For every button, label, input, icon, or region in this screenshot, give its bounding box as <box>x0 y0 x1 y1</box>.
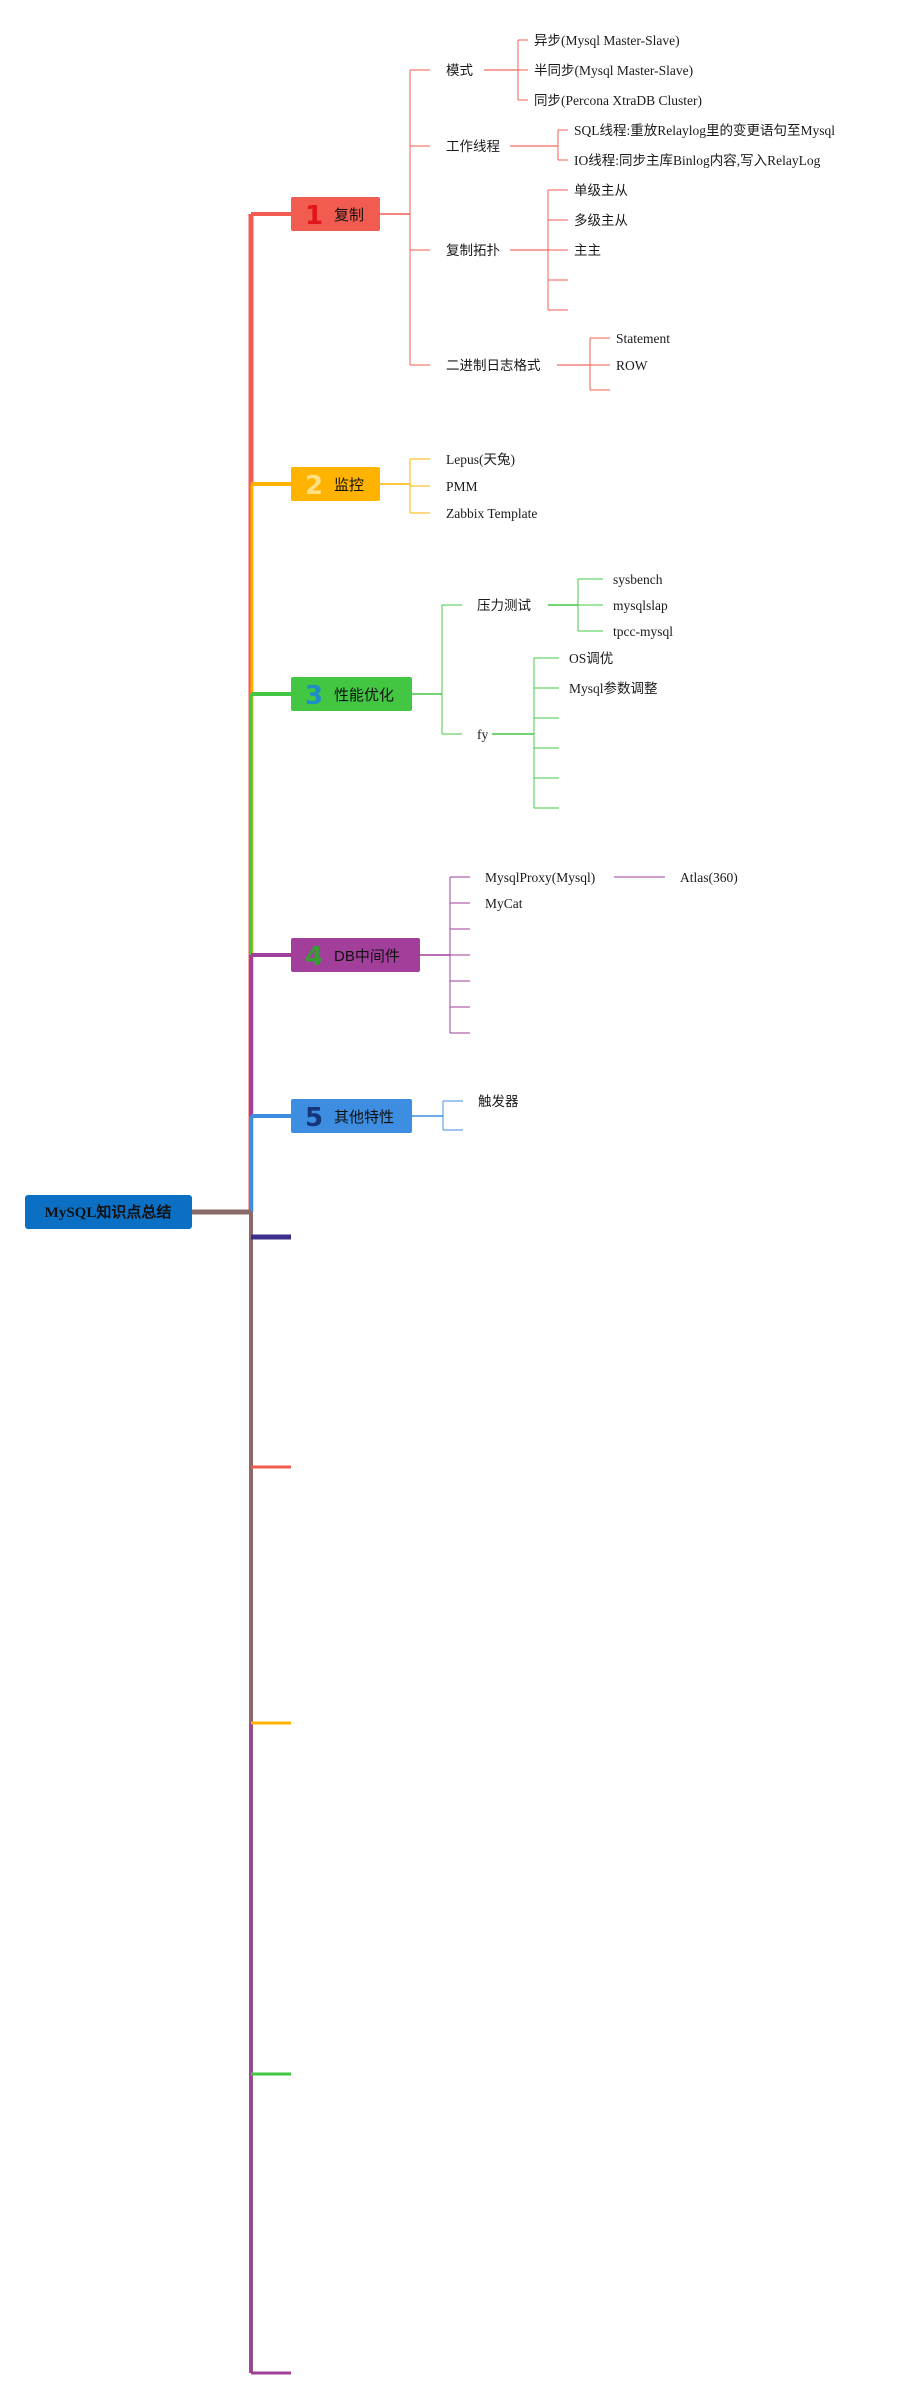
b3-leaf: sysbench <box>613 572 663 587</box>
b3-node-2: fy <box>477 727 488 742</box>
b1-leaf: 主主 <box>574 243 601 258</box>
b4-leaf: Atlas(360) <box>680 870 738 885</box>
branch-node-2 <box>291 467 380 501</box>
b1-leaf: 半同步(Mysql Master-Slave) <box>534 63 693 78</box>
b2-node-2: PMM <box>446 479 478 494</box>
branch-node-5 <box>291 1099 412 1133</box>
branch-number-3: 3 <box>305 681 323 711</box>
b1-node-1: 模式 <box>446 63 473 78</box>
branch-number-4: 4 <box>305 942 323 972</box>
b1-node-4: 二进制日志格式 <box>446 358 541 373</box>
b1-node-3: 复制拓扑 <box>446 242 500 258</box>
b4-node-2: MyCat <box>485 896 523 911</box>
b3-node-1: 压力测试 <box>477 598 531 613</box>
branch-label-2: 监控 <box>334 477 364 494</box>
b1-leaf: SQL线程:重放Relaylog里的变更语句至Mysql <box>574 123 835 138</box>
branch-label-4: DB中间件 <box>334 948 400 965</box>
b1-leaf: 多级主从 <box>574 212 628 228</box>
branch-label-5: 其他特性 <box>334 1109 394 1126</box>
branch-node-3 <box>291 677 412 711</box>
root-node <box>25 1195 192 1229</box>
branch-label-3: 性能优化 <box>334 687 394 704</box>
b2-node-1: Lepus(天兔) <box>446 452 515 467</box>
b1-leaf: IO线程:同步主库Binlog内容,写入RelayLog <box>574 152 821 168</box>
b1-node-2: 工作线程 <box>446 139 500 154</box>
b5-node-1: 触发器 <box>478 1094 519 1109</box>
root-label: MySQL知识点总结 <box>45 1203 172 1221</box>
branch-number-5: 5 <box>305 1103 323 1133</box>
b4-node-1: MysqlProxy(Mysql) <box>485 870 595 885</box>
b3-leaf: mysqlslap <box>613 598 668 613</box>
b1-leaf: 单级主从 <box>574 183 628 198</box>
branch-label-1: 复制 <box>334 206 364 224</box>
b3-leaf: Mysql参数调整 <box>569 680 658 696</box>
branch-number-2: 2 <box>305 471 323 501</box>
b1-leaf: 同步(Percona XtraDB Cluster) <box>534 93 702 108</box>
b3-leaf: tpcc-mysql <box>613 624 673 639</box>
branch-node-1 <box>291 197 380 231</box>
b1-leaf: 异步(Mysql Master-Slave) <box>534 33 680 48</box>
branch-number-1: 1 <box>305 201 323 231</box>
b2-node-3: Zabbix Template <box>446 506 537 521</box>
b3-leaf: OS调优 <box>569 651 613 666</box>
b1-leaf: Statement <box>616 331 670 346</box>
branch-node-4 <box>291 938 420 972</box>
b1-leaf: ROW <box>616 358 648 373</box>
